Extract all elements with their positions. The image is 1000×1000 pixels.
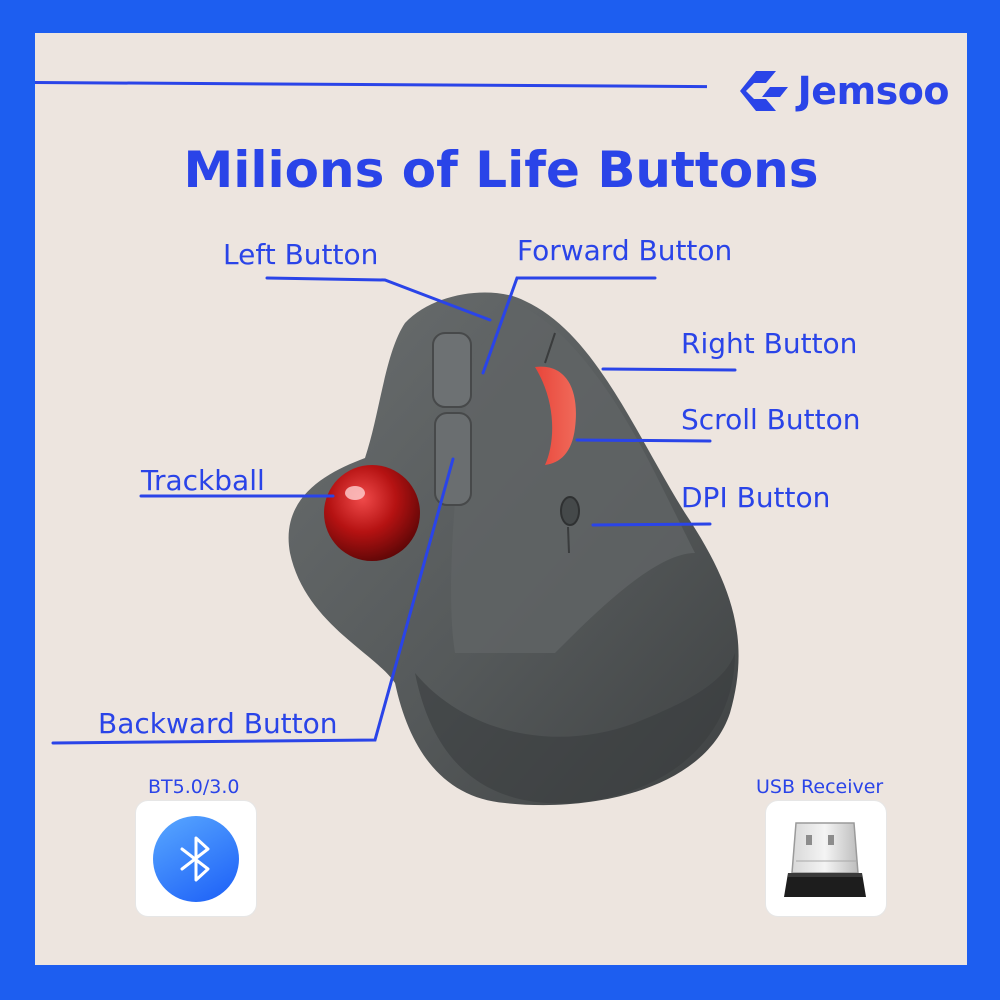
- dpi-button: [560, 496, 580, 526]
- bluetooth-icon: [180, 836, 210, 882]
- brand-name: Jemsoo: [797, 69, 950, 113]
- label-backward-button: Backward Button: [98, 707, 338, 740]
- leader-left-button: [265, 276, 492, 322]
- usb-tile: [766, 801, 886, 916]
- trackball: [324, 465, 420, 561]
- scroll-wheel: [535, 366, 576, 465]
- usb-label: USB Receiver: [756, 776, 884, 798]
- mouse-illustration: [51, 276, 739, 806]
- usb-receiver-icon: [784, 822, 866, 897]
- label-right-button: Right Button: [681, 327, 858, 360]
- bluetooth-label: BT5.0/3.0: [148, 776, 240, 798]
- label-left-button: Left Button: [223, 238, 379, 271]
- label-dpi-button: DPI Button: [681, 481, 831, 514]
- leader-right-button: [601, 367, 737, 372]
- bluetooth-tile: [136, 801, 256, 916]
- label-forward-button: Forward Button: [517, 234, 733, 267]
- brand-logo: Jemsoo: [736, 67, 950, 115]
- leader-backward-button: [51, 457, 455, 745]
- leader-dpi-button: [591, 522, 712, 527]
- jemsoo-logo-icon: [739, 71, 788, 111]
- left-button: [432, 332, 472, 408]
- product-panel: Jemsoo Milions of Life Buttons: [35, 33, 967, 965]
- bluetooth-badge: [153, 816, 239, 902]
- label-trackball: Trackball: [141, 464, 265, 497]
- leader-forward-button: [481, 276, 657, 375]
- page-title: Milions of Life Buttons: [183, 141, 819, 199]
- label-scroll-button: Scroll Button: [681, 403, 861, 436]
- leader-scroll-button: [575, 438, 712, 443]
